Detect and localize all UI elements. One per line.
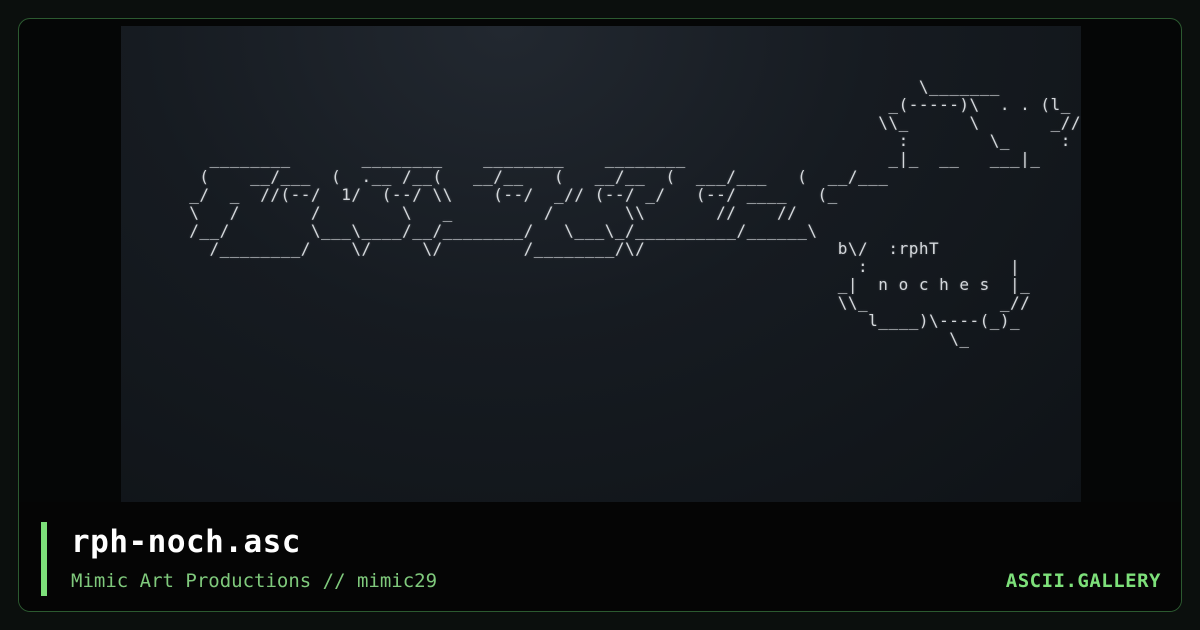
card-frame: \_______ _(-----)\ . . (l_ \\_ \ _// (18, 18, 1182, 612)
author-subtitle: Mimic Art Productions // mimic29 (71, 570, 438, 592)
accent-bar (41, 522, 47, 596)
file-title: rph-noch.asc (71, 524, 301, 560)
ascii-art-text: \_______ _(-----)\ . . (l_ \\_ \ _// (189, 77, 1081, 348)
site-brand: ASCII.GALLERY (1005, 570, 1161, 592)
footer-bar: rph-noch.asc Mimic Art Productions // mi… (19, 502, 1181, 611)
ascii-art-preview: \_______ _(-----)\ . . (l_ \\_ \ _// (121, 26, 1081, 502)
